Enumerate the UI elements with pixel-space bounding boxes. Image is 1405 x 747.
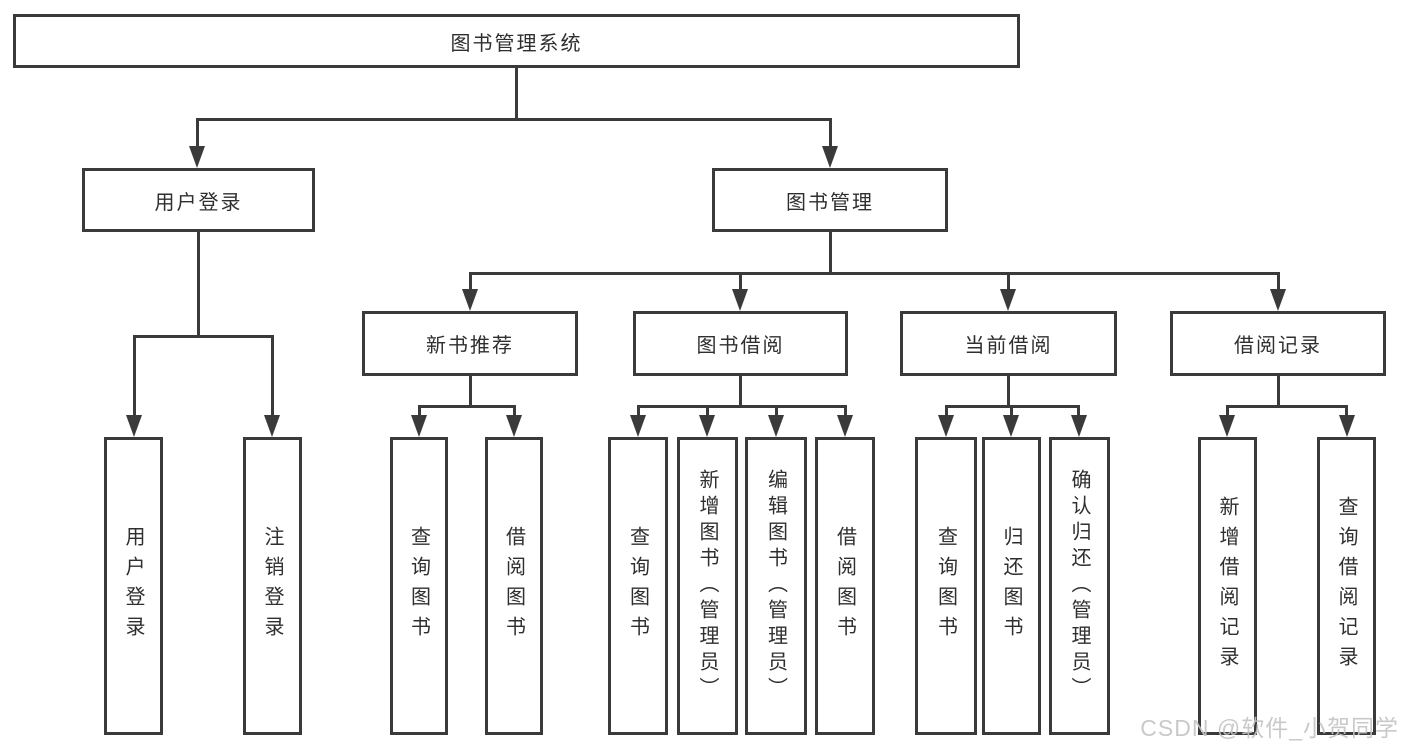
node-new-book-rec-label: 新书推荐	[426, 335, 514, 357]
node-logout-leaf-label: 注销登录	[261, 526, 283, 646]
connector-line	[515, 68, 518, 118]
connector-line	[775, 405, 778, 420]
connector-line	[196, 118, 199, 152]
arrow-down-icon	[506, 415, 522, 437]
connector-line	[1007, 376, 1010, 405]
node-new-book-rec: 新书推荐	[362, 311, 578, 376]
connector-line	[271, 335, 274, 420]
connector-line	[637, 405, 640, 420]
connector-line	[844, 405, 847, 420]
node-cb-confirm-return-label: 确认归还（管理员）	[1068, 469, 1090, 703]
connector-line	[418, 405, 421, 420]
node-logout-leaf: 注销登录	[243, 437, 302, 735]
csdn-watermark: CSDN @软件_小贺同学	[1140, 715, 1399, 741]
node-bb-query-books: 查询图书	[608, 437, 668, 735]
connector-line	[1345, 405, 1348, 420]
node-user-login-label: 用户登录	[154, 191, 243, 214]
node-current-borrow: 当前借阅	[900, 311, 1117, 376]
connector-line	[1226, 405, 1348, 408]
node-br-query-record: 查询借阅记录	[1317, 437, 1376, 735]
node-rec-query-books: 查询图书	[390, 437, 448, 735]
arrow-down-icon	[1219, 415, 1235, 437]
node-cb-confirm-return: 确认归还（管理员）	[1049, 437, 1110, 735]
arrow-down-icon	[938, 415, 954, 437]
connector-line	[133, 335, 136, 420]
connector-line	[1010, 405, 1013, 420]
arrow-down-icon	[732, 289, 748, 311]
connector-line	[706, 405, 709, 420]
node-rec-query-books-label: 查询图书	[407, 526, 430, 646]
connector-line	[945, 405, 948, 420]
node-bb-add-books-label: 新增图书（管理员）	[696, 469, 718, 703]
connector-line	[739, 272, 742, 294]
connector-line	[197, 232, 200, 335]
node-login-leaf: 用户登录	[104, 437, 163, 735]
node-bb-add-books: 新增图书（管理员）	[677, 437, 738, 735]
node-rec-borrow-books: 借阅图书	[485, 437, 543, 735]
connector-line	[469, 272, 472, 294]
arrow-down-icon	[630, 415, 646, 437]
node-rec-borrow-books-label: 借阅图书	[502, 526, 525, 646]
connector-line	[829, 232, 832, 272]
node-login-leaf-label: 用户登录	[122, 526, 144, 646]
arrow-down-icon	[1071, 415, 1087, 437]
node-cb-query-books-label: 查询图书	[934, 526, 957, 646]
arrow-down-icon	[264, 415, 280, 437]
connector-line	[1226, 405, 1229, 420]
connector-line	[1277, 272, 1280, 294]
arrow-down-icon	[126, 415, 142, 437]
arrow-down-icon	[1339, 415, 1355, 437]
node-user-login: 用户登录	[82, 168, 315, 232]
arrow-down-icon	[822, 146, 838, 168]
arrow-down-icon	[462, 289, 478, 311]
node-bb-borrow-books-label: 借阅图书	[833, 526, 856, 646]
connector-line	[513, 405, 516, 420]
connector-line	[829, 118, 832, 152]
arrow-down-icon	[837, 415, 853, 437]
arrow-down-icon	[189, 146, 205, 168]
connector-line	[418, 405, 516, 408]
node-cb-return-books: 归还图书	[982, 437, 1041, 735]
node-cb-query-books: 查询图书	[915, 437, 977, 735]
node-bb-edit-books: 编辑图书（管理员）	[745, 437, 807, 735]
arrow-down-icon	[411, 415, 427, 437]
node-current-borrow-label: 当前借阅	[964, 335, 1053, 357]
node-cb-return-books-label: 归还图书	[1000, 526, 1022, 646]
node-bb-edit-books-label: 编辑图书（管理员）	[764, 469, 787, 703]
node-br-add-record: 新增借阅记录	[1198, 437, 1257, 735]
connector-line	[1277, 376, 1280, 405]
node-root-label: 图书管理系统	[450, 32, 583, 55]
connector-line	[1007, 272, 1010, 294]
node-book-borrow: 图书借阅	[633, 311, 848, 376]
arrow-down-icon	[1000, 289, 1016, 311]
connector-line	[469, 376, 472, 405]
node-br-query-record-label: 查询借阅记录	[1335, 496, 1357, 676]
arrow-down-icon	[699, 415, 715, 437]
connector-line	[133, 335, 274, 338]
node-br-add-record-label: 新增借阅记录	[1216, 496, 1238, 676]
node-book-borrow-label: 图书借阅	[696, 335, 785, 357]
arrow-down-icon	[1270, 289, 1286, 311]
connector-line	[469, 272, 1280, 275]
node-root: 图书管理系统	[13, 14, 1020, 68]
node-book-mgmt-label: 图书管理	[786, 191, 874, 214]
arrow-down-icon	[768, 415, 784, 437]
arrow-down-icon	[1003, 415, 1019, 437]
node-bb-borrow-books: 借阅图书	[815, 437, 875, 735]
connector-line	[196, 118, 832, 121]
node-borrow-record-label: 借阅记录	[1234, 335, 1322, 357]
connector-line	[1077, 405, 1080, 420]
node-bb-query-books-label: 查询图书	[626, 526, 649, 646]
connector-line	[637, 405, 847, 408]
connector-line	[739, 376, 742, 405]
node-borrow-record: 借阅记录	[1170, 311, 1386, 376]
node-book-mgmt: 图书管理	[712, 168, 948, 232]
